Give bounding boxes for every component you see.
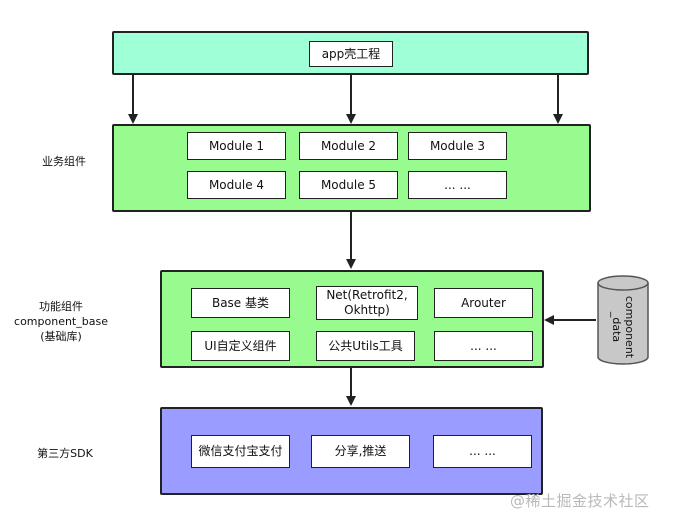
component-data-label-wrapper: component _data [598, 296, 648, 358]
component-data-database-icon [597, 275, 649, 365]
module-3-box: Module 3 [408, 132, 507, 160]
common-utils-box: 公共Utils工具 [316, 331, 415, 361]
function-layer-label: 功能组件 component_base (基础库) [14, 300, 108, 343]
base-class-box: Base 基类 [191, 288, 290, 318]
module-4-box: Module 4 [187, 171, 286, 199]
component-data-label: component _data [610, 295, 637, 359]
business-layer-label: 业务组件 [42, 155, 86, 168]
more-sdk-box: ... ... [433, 435, 532, 468]
watermark-text: @稀土掘金技术社区 [510, 492, 650, 510]
sdk-layer-label: 第三方SDK [37, 447, 93, 460]
module-1-box: Module 1 [187, 132, 286, 160]
module-2-box: Module 2 [299, 132, 398, 160]
ui-custom-components-box: UI自定义组件 [191, 331, 290, 361]
module-5-box: Module 5 [299, 171, 398, 199]
more-modules-box: ... ... [408, 171, 507, 199]
share-push-box: 分享,推送 [311, 435, 410, 468]
more-components-box: ... ... [434, 331, 533, 361]
net-retrofit-okhttp-box: Net(Retrofit2, Okhttp) [316, 286, 418, 320]
app-shell-box: app壳工程 [309, 41, 393, 67]
arouter-box: Arouter [434, 288, 533, 318]
wechat-alipay-payment-box: 微信支付宝支付 [191, 435, 290, 468]
